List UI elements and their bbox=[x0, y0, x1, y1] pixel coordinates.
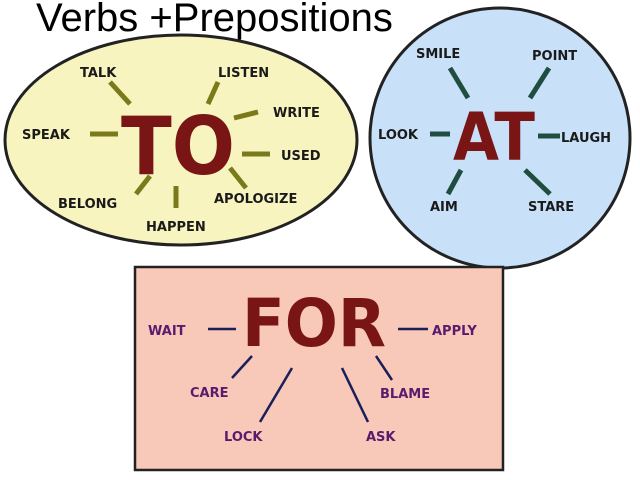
for-verb-ask: ASK bbox=[366, 430, 396, 445]
at-connector-stare bbox=[523, 168, 552, 196]
for-connector-blame bbox=[374, 355, 394, 381]
to-connectors bbox=[90, 80, 270, 208]
to-verb-apologize: APOLOGIZE bbox=[214, 192, 297, 207]
to-verb-happen: HAPPEN bbox=[146, 220, 206, 235]
to-connector-listen bbox=[205, 80, 221, 106]
for-connector-ask bbox=[340, 367, 370, 423]
for-verb-blame: BLAME bbox=[380, 387, 430, 402]
at-verb-smile: SMILE bbox=[416, 47, 460, 62]
to-verb-write: WRITE bbox=[273, 106, 320, 121]
for-connector-lock bbox=[258, 367, 294, 423]
at-connectors bbox=[430, 66, 560, 196]
for-verb-lock: LOCK bbox=[224, 430, 263, 445]
at-connector-aim bbox=[445, 168, 464, 196]
to-verb-listen: LISTEN bbox=[218, 66, 269, 81]
group-to: TO TALK LISTEN WRITE USED APOLOGIZE HAPP… bbox=[3, 33, 359, 247]
at-connector-smile bbox=[447, 66, 471, 100]
for-connector-care bbox=[231, 355, 253, 379]
to-verb-used: USED bbox=[281, 149, 321, 164]
to-verb-belong: BELONG bbox=[58, 197, 117, 212]
to-verb-speak: SPEAK bbox=[22, 128, 71, 143]
to-preposition: TO bbox=[121, 100, 235, 193]
to-connector-write bbox=[233, 109, 259, 121]
for-verb-apply: APPLY bbox=[432, 324, 477, 339]
for-preposition: FOR bbox=[242, 285, 386, 362]
for-verb-wait: WAIT bbox=[148, 324, 186, 339]
at-verb-laugh: LAUGH bbox=[561, 131, 611, 146]
at-preposition: AT bbox=[453, 99, 535, 176]
group-for: FOR WAIT APPLY CARE BLAME LOCK ASK bbox=[133, 265, 505, 472]
for-rectangle bbox=[133, 265, 505, 472]
at-verb-look: LOOK bbox=[378, 128, 419, 143]
page-title: Verbs +Prepositions bbox=[36, 0, 393, 40]
to-verb-talk: TALK bbox=[80, 66, 117, 81]
at-connector-point bbox=[527, 66, 552, 100]
to-connector-apologize bbox=[228, 166, 248, 190]
at-verb-stare: STARE bbox=[528, 200, 574, 215]
at-verb-point: POINT bbox=[532, 49, 577, 64]
group-at: AT SMILE POINT LOOK LAUGH AIM STARE bbox=[368, 6, 632, 270]
to-connector-belong bbox=[134, 174, 152, 196]
at-verb-aim: AIM bbox=[430, 200, 458, 215]
for-verb-care: CARE bbox=[190, 386, 229, 401]
for-connectors bbox=[208, 327, 428, 423]
to-connector-talk bbox=[108, 80, 132, 106]
to-ellipse bbox=[3, 33, 359, 247]
